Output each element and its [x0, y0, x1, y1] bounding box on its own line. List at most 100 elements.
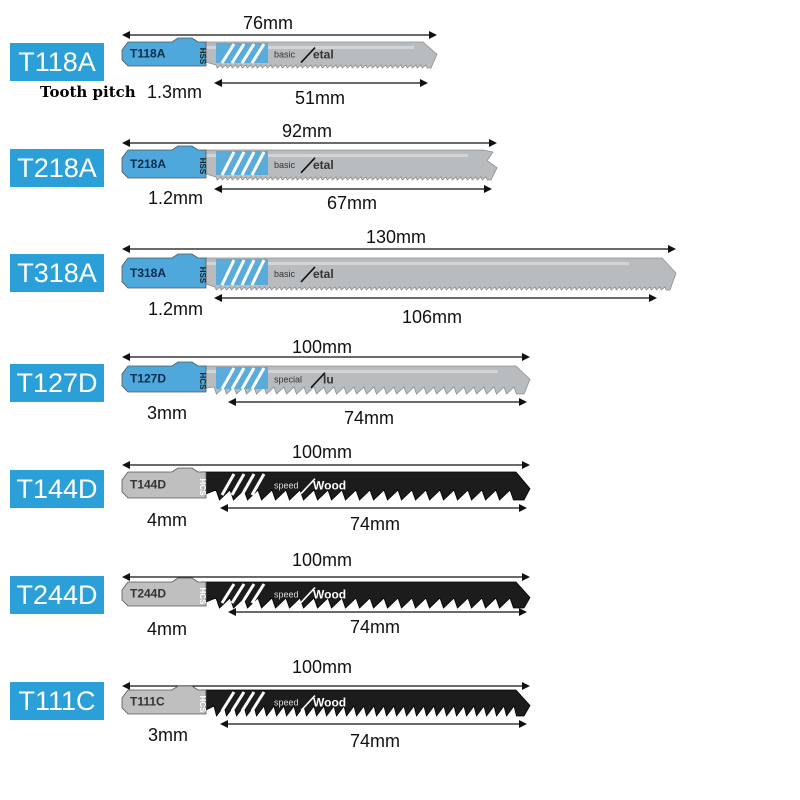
brand-stripe	[230, 583, 246, 604]
blade-code-label: T127D	[10, 364, 104, 402]
tang-code-text: T318A	[130, 266, 166, 280]
cut-length-arrow-head-left	[214, 294, 222, 302]
brand-text-main: Wood	[313, 588, 346, 602]
brand-stripe	[230, 43, 246, 64]
blade-code-label: T218A	[10, 149, 104, 187]
blade-tang	[121, 37, 207, 67]
cut-length-label: 74mm	[350, 731, 401, 751]
blade-illustration: T118A HSS basic etal	[121, 31, 438, 87]
blade-code-label: T111C	[10, 682, 104, 720]
brand-text-prefix: basic	[274, 50, 296, 60]
material-text: HCS	[198, 373, 207, 391]
cut-length-label: 74mm	[344, 408, 395, 428]
total-length-arrow-head-right	[668, 245, 676, 253]
brand-stripe	[220, 43, 236, 64]
blade-code-label: T118A	[10, 43, 104, 81]
total-length-arrow-head-left	[122, 682, 130, 690]
material-text: HSS	[198, 48, 207, 65]
blade-shine	[206, 262, 629, 265]
tang-code-text: T118A	[130, 47, 166, 61]
total-length-arrow-head-right	[429, 31, 437, 39]
brand-stripe	[240, 691, 256, 712]
tooth-pitch-value: 1.2mm	[148, 188, 204, 208]
brand-slash	[300, 478, 316, 495]
tooth-pitch-value: 4mm	[147, 619, 187, 639]
brand-stripe	[230, 367, 246, 390]
cut-length-label: 74mm	[350, 617, 401, 637]
total-length-label: 100mm	[292, 550, 353, 570]
tooth-pitch-value: 4mm	[147, 510, 187, 530]
brand-slash	[300, 266, 316, 283]
brand-text-main: Wood	[313, 696, 346, 710]
brand-slash	[300, 695, 316, 712]
cut-length-arrow-head-left	[214, 185, 222, 193]
tang-code-text: T218A	[130, 157, 166, 171]
total-length-label: 100mm	[292, 337, 353, 357]
brand-stripe	[220, 259, 236, 286]
brand-stripe	[250, 583, 266, 604]
total-length-arrow-head-right	[489, 139, 497, 147]
brand-stripe	[250, 43, 266, 64]
cut-length-arrow-head-right	[519, 398, 527, 406]
blade-tang	[121, 145, 207, 179]
blade-shine	[206, 370, 498, 373]
total-length-arrow-head-right	[522, 573, 530, 581]
brand-text-prefix: special	[274, 375, 302, 385]
material-text: HCS	[198, 696, 207, 714]
brand-stripe	[230, 259, 246, 286]
total-length-label: 76mm	[243, 13, 294, 33]
brand-stripe	[240, 583, 256, 604]
total-length-arrow-head-left	[122, 573, 130, 581]
blade-body	[201, 257, 677, 291]
brand-text-prefix: speed	[274, 481, 299, 491]
brand-text-main: etal	[313, 267, 334, 281]
brand-stripe	[250, 691, 266, 712]
tang-code-text: T111C	[130, 695, 165, 709]
brand-stripe	[240, 259, 256, 286]
total-length-arrow-head-left	[122, 139, 130, 147]
blade-shine	[206, 46, 414, 49]
brand-text-prefix: basic	[274, 269, 296, 279]
brand-slash	[300, 587, 316, 604]
blade-tang	[121, 685, 207, 715]
material-text: HCS	[198, 588, 207, 606]
total-length-arrow-head-right	[522, 682, 530, 690]
blade-body	[201, 471, 531, 501]
material-text: HCS	[198, 479, 207, 497]
brand-stripe	[240, 473, 256, 496]
cut-length-arrow-head-right	[649, 294, 657, 302]
brand-stripe	[220, 367, 236, 390]
brand-stripe	[220, 691, 236, 712]
blade-body	[201, 581, 531, 609]
total-length-arrow-head-left	[122, 31, 130, 39]
brand-text-main: Wood	[313, 479, 346, 493]
total-length-label: 130mm	[366, 227, 427, 247]
brand-slash	[300, 157, 316, 174]
brand-text-prefix: speed	[274, 698, 299, 708]
cut-length-label: 51mm	[295, 88, 346, 108]
total-length-arrow-head-right	[522, 461, 530, 469]
brand-stripe	[220, 473, 236, 496]
brand-stripe	[250, 473, 266, 496]
total-length-arrow-head-left	[122, 461, 130, 469]
blade-tang	[121, 361, 207, 393]
brand-text-main: etal	[313, 48, 334, 62]
blade-tang	[121, 467, 207, 499]
blade-tang	[121, 577, 207, 607]
blade-shine	[206, 154, 468, 157]
brand-text-main: lu	[323, 373, 334, 387]
tang-code-text: T127D	[130, 372, 166, 386]
blade-illustration: T127D HCS special lu	[121, 353, 531, 406]
brand-text-main: etal	[313, 158, 334, 172]
brand-stripe	[240, 151, 256, 176]
brand-stripe	[250, 367, 266, 390]
brand-stripe	[220, 151, 236, 176]
brand-text-prefix: speed	[274, 590, 299, 600]
cut-length-arrow-head-right	[519, 608, 527, 616]
